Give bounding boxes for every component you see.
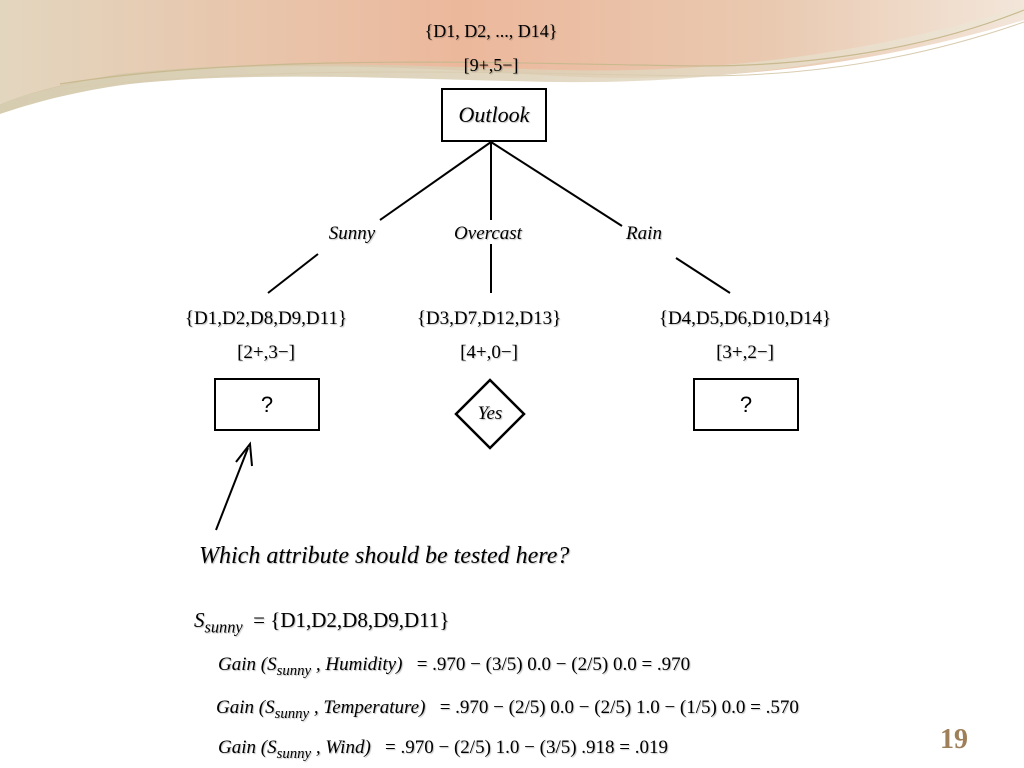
header-banner — [0, 0, 1024, 114]
gain-wind-formula: = .970 − (2/5) 1.0 − (3/5) .918 = .019 — [385, 737, 669, 758]
edge-sunny — [379, 141, 492, 221]
rain-question-mark: ? — [739, 391, 753, 417]
edge-rain-lower — [675, 257, 731, 294]
page-number: 19 — [940, 724, 968, 755]
outlook-label: Outlook — [458, 102, 530, 127]
sunny-counts: [2+,3−] — [237, 342, 295, 363]
overcast-set: {D3,D7,D12,D13} — [416, 308, 562, 329]
branch-label-sunny: Sunny — [328, 223, 376, 244]
root-counts: [9+,5−] — [463, 55, 519, 75]
gain-wind-sub: sunny — [276, 746, 312, 763]
edge-rain — [490, 141, 623, 227]
gain-humidity-prefix: Gain (S — [218, 654, 277, 675]
gain-humidity-formula: = .970 − (3/5) 0.0 − (2/5) 0.0 = .970 — [416, 654, 691, 675]
edge-sunny-lower — [267, 253, 319, 294]
arrow-line — [215, 447, 249, 531]
gain-wind-suffix: , Wind) — [311, 737, 371, 758]
gain-wind-prefix: Gain (S — [218, 737, 277, 758]
question-text: Which attribute should be tested here? — [199, 543, 570, 569]
gain-wind-line: Gain (Ssunny , Wind) = .970 − (2/5) 1.0 … — [218, 738, 668, 762]
gain-temperature-formula: = .970 − (2/5) 0.0 − (2/5) 1.0 − (1/5) 0… — [439, 697, 799, 718]
gain-temperature-line: Gain (Ssunny , Temperature) = .970 − (2/… — [216, 698, 799, 722]
s-symbol: S — [194, 608, 205, 632]
rain-unknown-node: ? — [693, 378, 799, 431]
root-set: {D1, D2, ..., D14} — [424, 21, 558, 41]
s-sunny-set: = {D1,D2,D8,D9,D11} — [253, 608, 450, 632]
overcast-counts: [4+,0−] — [460, 342, 518, 363]
rain-counts: [3+,2−] — [716, 342, 774, 363]
branch-label-overcast: Overcast — [454, 223, 522, 244]
arrow-head — [235, 441, 253, 467]
yes-leaf-label: Yes — [477, 403, 503, 424]
s-subscript: sunny — [204, 617, 243, 637]
gain-temperature-suffix: , Temperature) — [309, 697, 426, 718]
outlook-node: Outlook — [441, 88, 547, 142]
yes-diamond — [454, 378, 526, 450]
gain-temperature-sub: sunny — [274, 706, 310, 723]
rain-set: {D4,D5,D6,D10,D14} — [658, 308, 832, 329]
gain-humidity-sub: sunny — [276, 663, 312, 680]
sunny-set: {D1,D2,D8,D9,D11} — [184, 308, 348, 329]
gain-temperature-prefix: Gain (S — [216, 697, 275, 718]
gain-humidity-line: Gain (Ssunny , Humidity) = .970 − (3/5) … — [218, 655, 690, 679]
branch-label-rain: Rain — [626, 223, 662, 244]
gain-humidity-suffix: , Humidity) — [311, 654, 403, 675]
sunny-unknown-node: ? — [214, 378, 320, 431]
s-sunny-definition: Ssunny = {D1,D2,D8,D9,D11} — [194, 610, 449, 636]
sunny-question-mark: ? — [260, 391, 274, 417]
